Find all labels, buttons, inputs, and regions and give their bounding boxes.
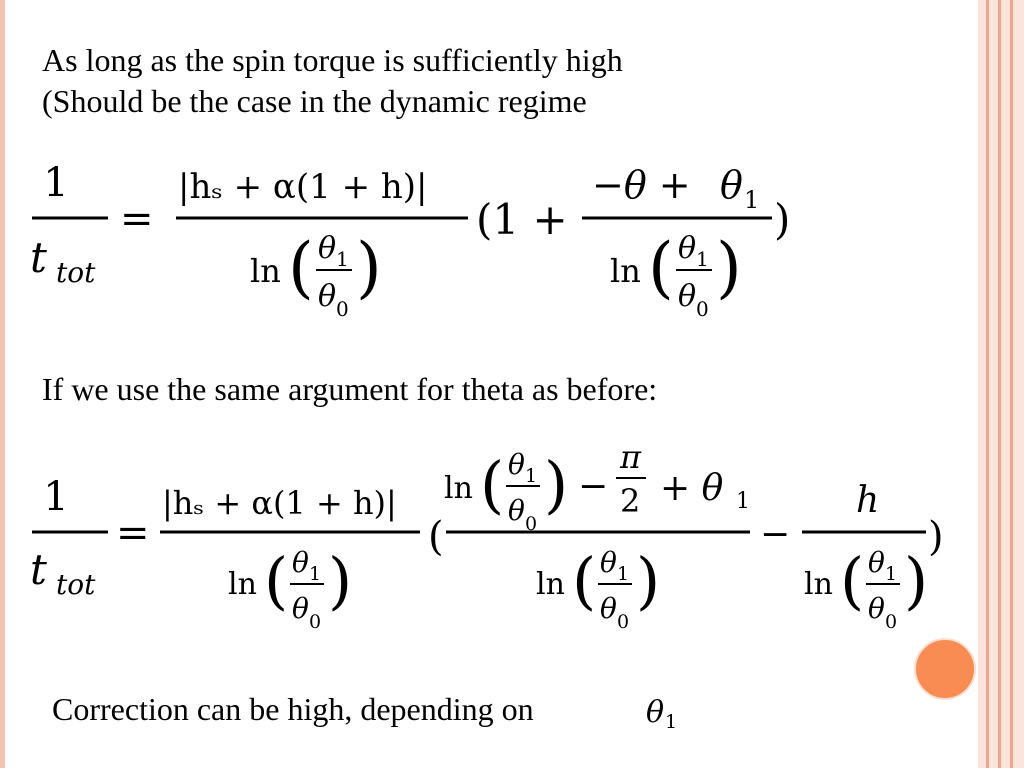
eq2-rparen-b: )	[636, 544, 660, 617]
eq1-fraction-2: −θ + θ 1 ln ( θ 1 θ 0 )	[582, 163, 772, 321]
eq2-ln-b: ln	[536, 567, 565, 602]
eq1-rparen: )	[356, 229, 382, 306]
eq1-theta0: θ	[318, 279, 336, 314]
eq1-fraction-1: |hₛ + α(1 + h)| ln ( θ 1 θ 0 )	[176, 167, 468, 321]
right-edge-stripe	[989, 0, 998, 768]
eq2-lparen: (	[264, 544, 288, 617]
eq1-numerator: |hₛ + α(1 + h)|	[178, 167, 428, 207]
eq1-lparen-b: (	[648, 229, 674, 306]
final-theta: θ	[646, 695, 664, 730]
eq1-sub0b: 0	[696, 297, 709, 321]
eq2-h: h	[856, 480, 879, 521]
eq2-sub0-b: 0	[617, 611, 629, 633]
eq2-theta0-top: θ	[508, 494, 525, 527]
right-edge-line	[986, 0, 989, 768]
text-line-1: As long as the spin torque is sufficient…	[42, 42, 623, 78]
eq1-equals: =	[120, 196, 154, 242]
right-edge-stripe	[1013, 0, 1024, 768]
eq2-plus-theta: + θ	[660, 468, 724, 509]
eq2-minus-mid: −	[760, 514, 790, 555]
eq2-sub1: 1	[309, 563, 321, 585]
eq2-sub1-plus: 1	[736, 489, 750, 514]
eq2-one: 1	[43, 474, 68, 520]
eq2-ln-c: ln	[804, 567, 833, 602]
eq2-sub0-top: 0	[525, 513, 537, 535]
eq1-tot: tot	[56, 256, 96, 289]
right-edge-stripe	[978, 0, 986, 768]
final-sub1: 1	[665, 711, 677, 733]
theta-one-symbol: θ 1	[646, 695, 677, 733]
eq2-rparen-top: )	[544, 448, 568, 521]
eq2-theta0-b: θ	[600, 592, 617, 625]
eq1-rparen-b: )	[716, 229, 742, 306]
eq2-fraction-2: ln ( θ 1 θ 0 ) − π 2 + θ 1 ln ( θ 1 θ 0 …	[444, 438, 750, 633]
eq2-theta0-c: θ	[868, 592, 885, 625]
eq2-rparen-c: )	[904, 544, 928, 617]
eq2-ln-top: ln	[444, 471, 473, 506]
eq1-sub1c: 1	[696, 247, 709, 271]
eq1-final-paren: )	[774, 195, 790, 244]
eq2-theta0: θ	[292, 592, 309, 625]
eq1-theta1c: θ	[678, 231, 696, 266]
decorative-circle-icon	[914, 638, 976, 700]
eq2-theta1-c: θ	[868, 546, 885, 579]
eq2-sub1-top: 1	[525, 465, 537, 487]
eq2-theta1-b: θ	[600, 546, 617, 579]
eq1-theta1: θ	[318, 231, 336, 266]
eq1-lhs: 1 t tot	[30, 160, 108, 289]
eq2-sub1-b: 1	[617, 563, 629, 585]
text-line-2: (Should be the case in the dynamic regim…	[42, 83, 587, 119]
eq1-sub0: 0	[336, 297, 349, 321]
eq2-outer-open: (	[428, 514, 444, 560]
text-line-4: Correction can be high, depending on	[52, 691, 534, 727]
left-edge-stripe	[0, 0, 5, 768]
eq2-outer-close: )	[928, 514, 944, 560]
eq1-theta0b: θ	[678, 279, 696, 314]
eq2-pi: π	[619, 438, 642, 476]
eq1-theta1b: θ	[720, 163, 743, 207]
right-edge-line	[998, 0, 1001, 768]
eq2-lparen-b: (	[572, 544, 596, 617]
eq1-lparen: (	[288, 229, 314, 306]
eq2-fraction-1: |hₛ + α(1 + h)| ln ( θ 1 θ 0 )	[160, 484, 420, 633]
eq2-minus-top: −	[578, 466, 608, 507]
right-edge-line	[1010, 0, 1013, 768]
eq2-theta1-top: θ	[508, 448, 525, 481]
eq2-equals: =	[116, 510, 150, 556]
eq1-sub1b: 1	[744, 186, 759, 214]
text-line-3: If we use the same argument for theta as…	[42, 371, 658, 407]
eq2-lparen-top: (	[480, 448, 504, 521]
right-edge-stripe	[1001, 0, 1010, 768]
eq2-lparen-c: (	[840, 544, 864, 617]
eq2-ln: ln	[228, 567, 257, 602]
eq2-two: 2	[620, 482, 640, 520]
eq1-minus-theta-plus: −θ +	[592, 163, 691, 207]
eq2-theta1: θ	[292, 546, 309, 579]
eq2-sub1-c: 1	[885, 563, 897, 585]
eq2-sub0-c: 0	[885, 611, 897, 633]
eq2-tot: tot	[56, 568, 96, 601]
eq1-ln: ln	[250, 252, 281, 290]
eq2-fraction-3: h ln ( θ 1 θ 0 )	[802, 480, 928, 633]
eq1-t: t	[30, 233, 47, 282]
eq1-one: 1	[43, 160, 68, 206]
eq2-t: t	[30, 545, 47, 594]
eq1-one-plus: (1 +	[476, 195, 568, 244]
eq2-lhs: 1 t tot	[30, 474, 108, 601]
eq2-sub0: 0	[309, 611, 321, 633]
eq2-rparen: )	[328, 544, 352, 617]
eq1-sub1: 1	[336, 247, 349, 271]
eq2-numerator: |hₛ + α(1 + h)|	[162, 484, 397, 522]
eq1-ln-b: ln	[610, 252, 641, 290]
